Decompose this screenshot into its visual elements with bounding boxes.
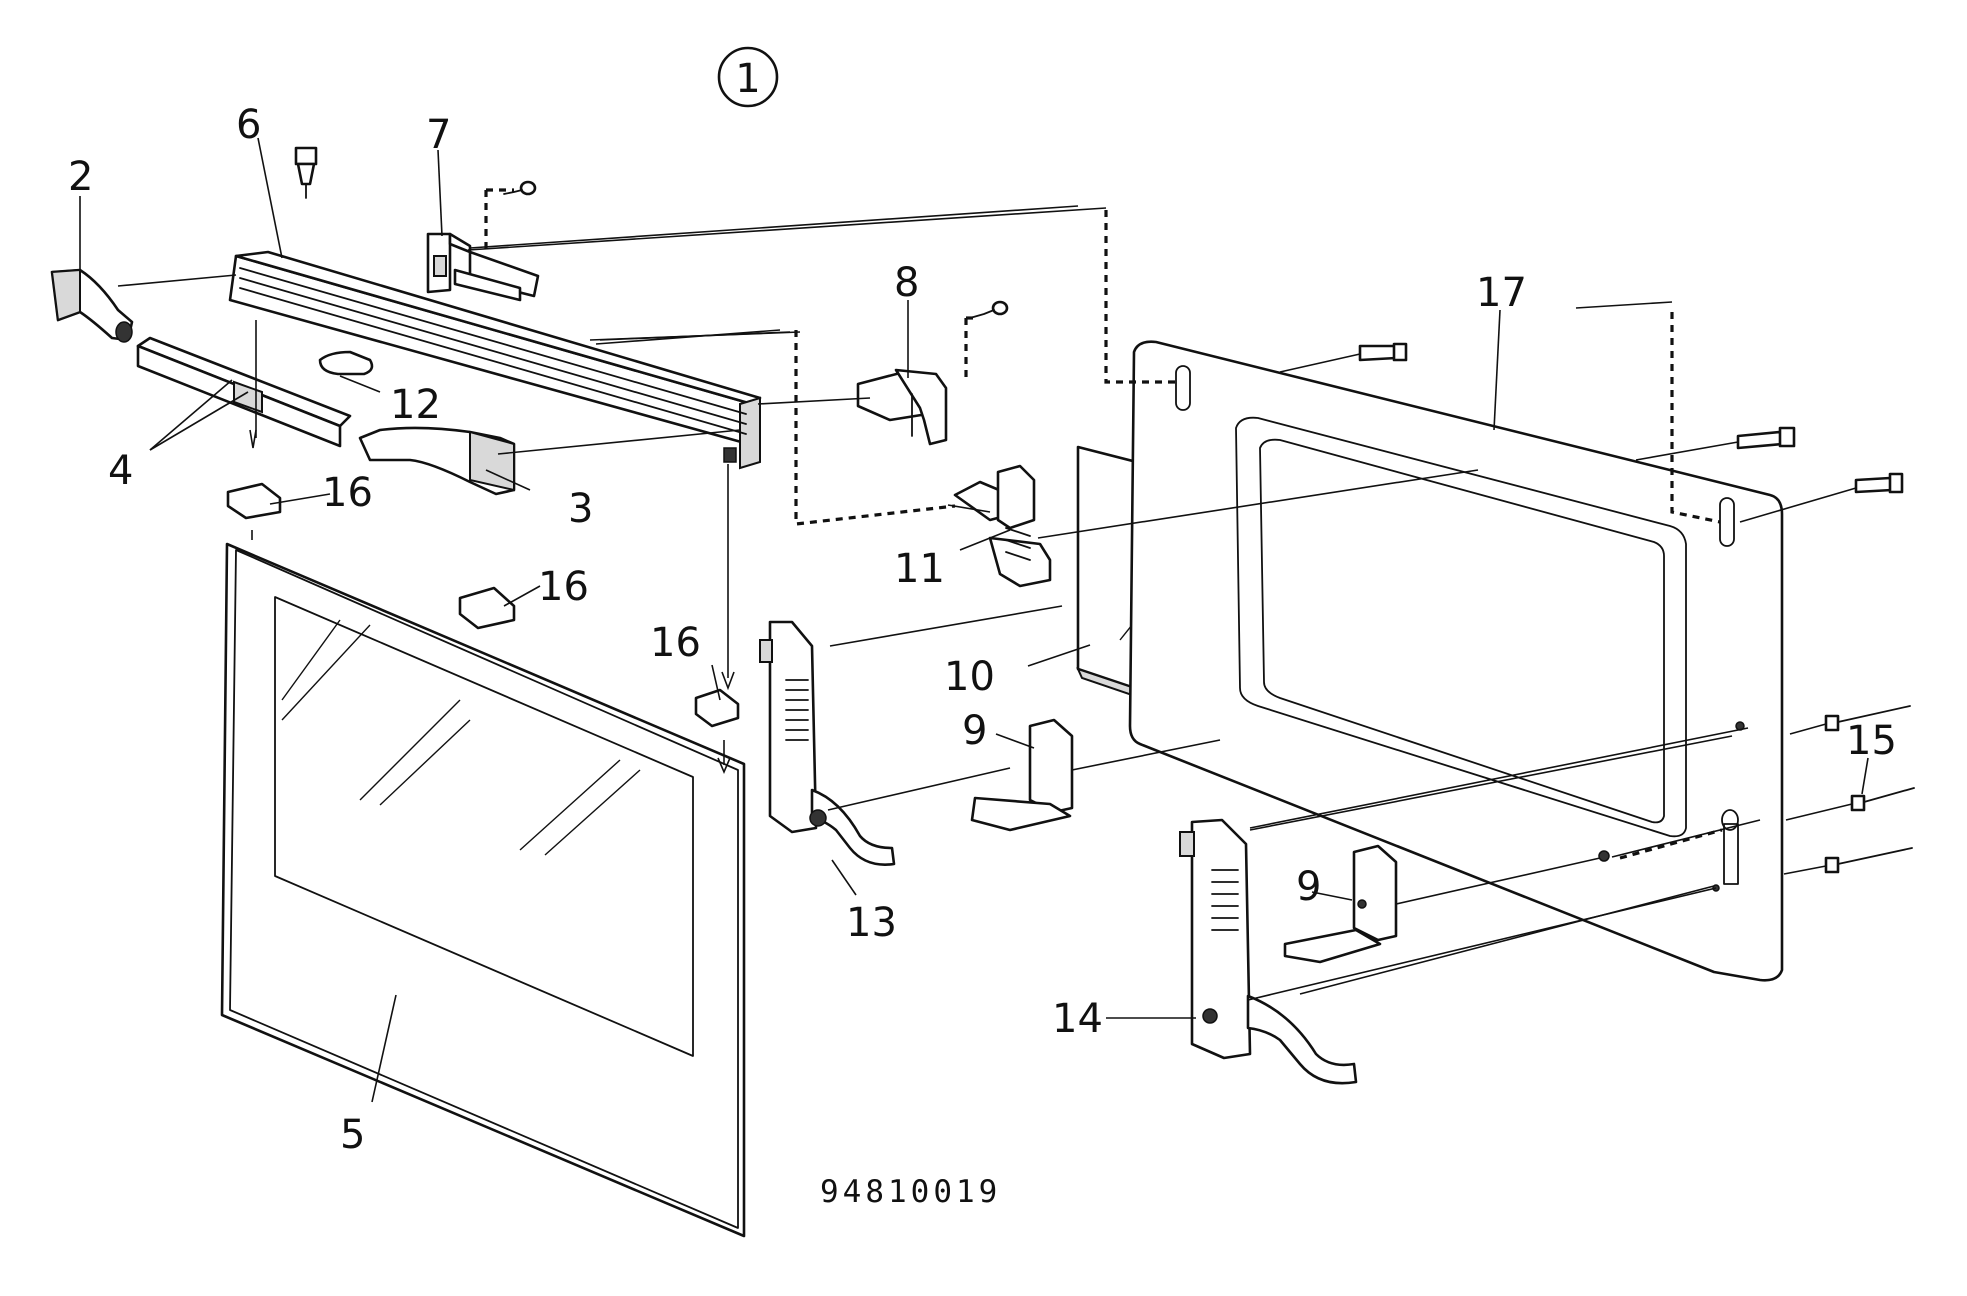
hinge-assembly-left xyxy=(759,620,896,866)
callout-16-right: 16 xyxy=(650,620,701,666)
callout-16-upper-left: 16 xyxy=(322,470,373,516)
callout-14: 14 xyxy=(1052,996,1103,1042)
dashed-guides xyxy=(484,188,1721,526)
drawing-code: 94810019 xyxy=(820,1174,1001,1210)
hinge-assembly-right xyxy=(1179,818,1358,1085)
callout-3: 3 xyxy=(568,486,593,532)
callout-labels: 2 6 7 8 4 12 3 16 16 16 5 11 10 9 13 9 1… xyxy=(68,102,1897,1158)
outer-door-panel xyxy=(220,542,746,1238)
connection-lines xyxy=(117,205,1857,1001)
guide-17-top xyxy=(1575,301,1673,309)
clip-right xyxy=(694,688,740,728)
screw-top xyxy=(294,146,318,199)
callout-5: 5 xyxy=(340,1112,365,1158)
screw-7 xyxy=(503,180,537,196)
pin-2 xyxy=(1850,787,1915,812)
callout-7: 7 xyxy=(426,112,451,158)
callout-9-upper: 9 xyxy=(962,708,987,754)
handle-bar xyxy=(136,336,352,448)
inner-door-frame xyxy=(1128,340,1784,982)
support-bracket-upper xyxy=(970,718,1074,832)
pin-3 xyxy=(1824,847,1913,874)
callout-10: 10 xyxy=(944,654,995,700)
frame-screws xyxy=(1358,342,1904,494)
support-bracket-lower xyxy=(1283,844,1398,964)
callout-16-middle: 16 xyxy=(538,564,589,610)
callout-2: 2 xyxy=(68,154,93,200)
callout-17: 17 xyxy=(1476,270,1527,316)
pin-1 xyxy=(1824,705,1911,732)
frame-screw-right xyxy=(1854,472,1904,494)
callout-6: 6 xyxy=(236,102,261,148)
frame-screw-middle xyxy=(1736,426,1796,450)
callout-15: 15 xyxy=(1846,718,1897,764)
callout-9-lower: 9 xyxy=(1296,864,1321,910)
clip-middle xyxy=(458,586,516,630)
latch-mechanism xyxy=(953,464,1052,588)
left-end-cap xyxy=(50,268,134,343)
callout-4: 4 xyxy=(108,448,133,494)
small-pad xyxy=(318,350,374,376)
lock-bracket xyxy=(426,232,540,302)
hinge-bracket xyxy=(856,368,948,446)
guide-7-frame xyxy=(467,207,1107,251)
right-end-cap xyxy=(358,426,516,496)
callout-leaders xyxy=(79,137,1869,1103)
top-rail-profile xyxy=(228,250,762,470)
screw-8 xyxy=(969,300,1009,319)
figure-number-badge: 1 xyxy=(717,46,779,108)
frame-screw-top xyxy=(1358,342,1408,362)
callout-11: 11 xyxy=(894,546,945,592)
callout-12: 12 xyxy=(390,382,441,428)
clip-upper-left xyxy=(226,482,282,520)
callout-8: 8 xyxy=(894,260,919,306)
callout-13: 13 xyxy=(846,900,897,946)
figure-number: 1 xyxy=(735,56,760,102)
fixing-pins xyxy=(1824,705,1915,874)
